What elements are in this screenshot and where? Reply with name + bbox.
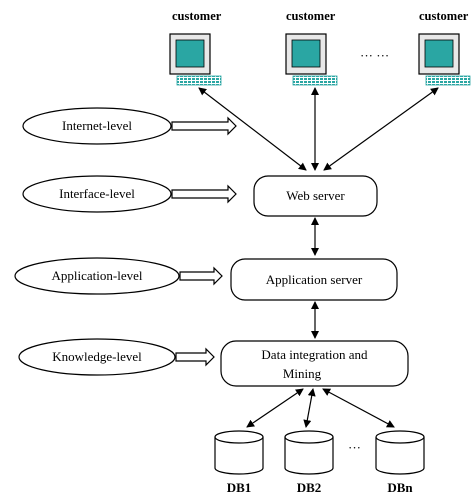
level-application-label: Application-level [52,268,143,283]
block-arrow-application [179,266,223,286]
arrow-mining-db2 [303,388,316,428]
web-server-node: Web server [253,175,378,217]
block-arrow-interface [171,184,237,204]
level-internet-label: Internet-level [62,118,132,133]
arrow-mining-dbn [322,388,395,428]
database-n-label: DBn [387,480,413,495]
level-knowledge-label: Knowledge-level [52,349,142,364]
block-arrow-internet [171,116,237,136]
database-2: DB2 [284,430,334,495]
level-knowledge: Knowledge-level [18,338,176,376]
level-interface-label: Interface-level [59,186,135,201]
arrow-customer1-web [198,87,307,171]
database-icon [375,430,425,475]
application-server-label: Application server [266,272,363,287]
level-application: Application-level [14,257,180,295]
customer-1-label: customer [172,9,222,23]
database-n: DBn [375,430,425,495]
application-server-node: Application server [230,258,398,301]
block-arrow-knowledge [175,347,215,367]
computer-icon [285,33,338,86]
data-mining-node: Data integration and Mining [220,340,409,387]
level-internet: Internet-level [22,107,172,145]
data-mining-label-line1: Data integration and [261,347,368,362]
level-interface: Interface-level [22,175,172,213]
customer-2-label: customer [286,9,336,23]
customer-1: customer [169,9,222,86]
customer-2: customer [285,9,338,86]
computer-icon [169,33,222,86]
database-icon [214,430,264,475]
arrow-mining-db1 [246,388,304,428]
customer-3-label: customer [419,9,469,23]
database-1-label: DB1 [227,480,252,495]
customer-ellipsis: ··· ··· [360,48,389,63]
database-1: DB1 [214,430,264,495]
web-server-label: Web server [286,188,345,203]
arrow-customer3-web [323,87,439,171]
database-icon [284,430,334,475]
computer-icon [418,33,471,86]
database-ellipsis: ··· [348,440,361,455]
customer-3: customer [418,9,471,86]
database-2-label: DB2 [297,480,322,495]
data-mining-label-line2: Mining [283,366,322,381]
